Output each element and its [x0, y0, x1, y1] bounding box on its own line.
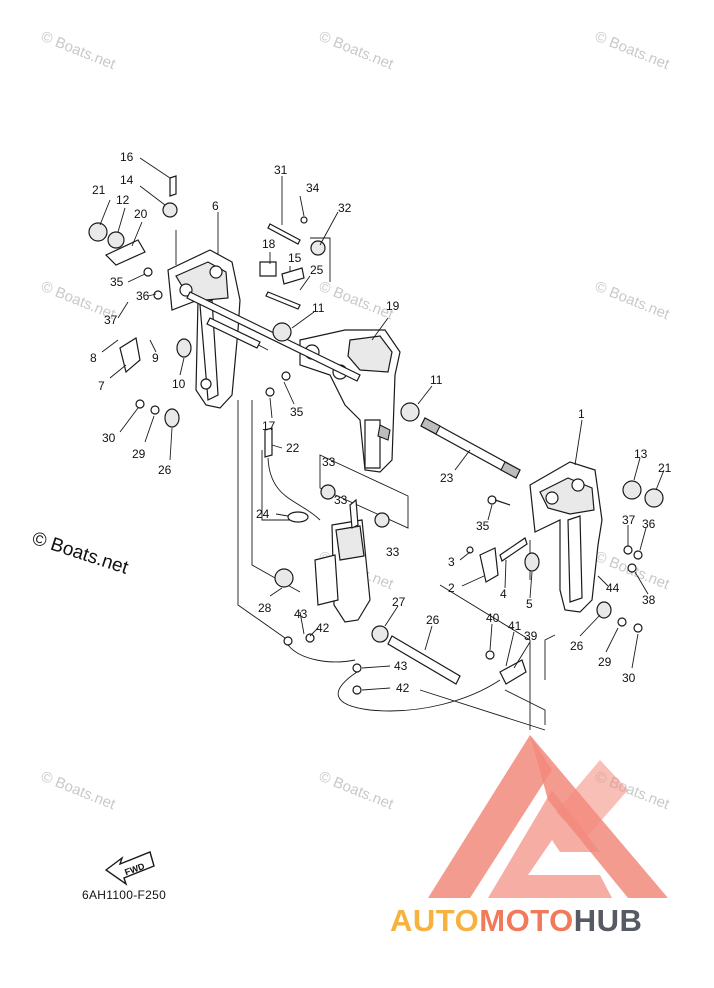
- callout-33a: 33: [322, 455, 336, 469]
- diagram-code: 6AH1100-F250: [82, 888, 167, 902]
- tilt-cylinder: [264, 427, 371, 623]
- callout-38b: 38: [642, 593, 656, 607]
- callout-12b: 13: [634, 447, 648, 461]
- callout-44: 44: [606, 581, 620, 595]
- callout-9: 9: [152, 351, 159, 365]
- callout-16: 18: [262, 237, 276, 251]
- callout-34: 34: [306, 181, 320, 195]
- callout-32: 32: [338, 201, 352, 215]
- callout-36a: 35: [110, 275, 124, 289]
- fwd-arrow-icon: FWD: [104, 851, 155, 886]
- callout-43b: 43: [394, 659, 408, 673]
- callout-27: 28: [258, 601, 272, 615]
- through-shaft: [186, 291, 361, 382]
- callout-41: 41: [508, 619, 522, 633]
- callout-5: 5: [526, 597, 533, 611]
- brand-part-3: HUB: [573, 903, 643, 938]
- brand-wordmark: AUTOMOTOHUB: [390, 903, 642, 939]
- callout-2: 2: [448, 581, 455, 595]
- callout-26a: 26: [158, 463, 172, 477]
- callout-22: 22: [286, 441, 300, 455]
- callout-37a: 36: [136, 289, 150, 303]
- callout-40: 40: [486, 611, 500, 625]
- callout-labels: 16 21 14 12 20 6 31 34 32 18 15 25 11 19…: [90, 150, 672, 695]
- callout-17: 17: [262, 419, 276, 433]
- left-clamp-bracket: [167, 249, 241, 409]
- callout-7: 7: [98, 379, 105, 393]
- brand-part-1: AUTO: [390, 903, 480, 938]
- swivel-bracket: [299, 329, 401, 473]
- callout-31: 31: [274, 163, 288, 177]
- callout-36b: 36: [642, 517, 656, 531]
- small-parts: [88, 175, 664, 712]
- callout-25: 26: [426, 613, 440, 627]
- callout-24: 25: [310, 263, 324, 277]
- callout-29b: 29: [598, 655, 612, 669]
- watermark-5: © Boats.net: [593, 278, 673, 324]
- callout-19: 23: [440, 471, 454, 485]
- callout-28: 27: [392, 595, 406, 609]
- callout-26b: 26: [570, 639, 584, 653]
- callout-43a: 43: [294, 607, 308, 621]
- callout-21: 21: [92, 183, 106, 197]
- callout-38a: 37: [104, 313, 118, 327]
- callout-13: 14: [120, 173, 134, 187]
- callout-21b: 21: [658, 461, 672, 475]
- callout-6: 6: [212, 199, 219, 213]
- callout-leaders: [99, 157, 665, 691]
- watermark-4: © Boats.net: [317, 278, 397, 324]
- callout-4: 4: [500, 587, 507, 601]
- watermark-8: © Boats.net: [39, 768, 119, 814]
- callout-12: 12: [116, 193, 130, 207]
- callout-15: 16: [120, 150, 134, 164]
- callout-39: 39: [524, 629, 538, 643]
- callout-35b: 35: [476, 519, 490, 533]
- callout-10: 10: [172, 377, 186, 391]
- brand-logo-icon: [428, 735, 668, 898]
- callout-35a: 35: [290, 405, 304, 419]
- callout-37b: 37: [622, 513, 636, 527]
- watermark-9: © Boats.net: [317, 768, 397, 814]
- callout-30a: 30: [102, 431, 116, 445]
- callout-29a: 29: [132, 447, 146, 461]
- watermark-1: © Boats.net: [317, 28, 397, 74]
- callout-18: 19: [386, 299, 400, 313]
- callout-33b: 33: [334, 493, 348, 507]
- callout-30b: 30: [622, 671, 636, 685]
- callout-20: 20: [134, 207, 148, 221]
- callout-42b: 42: [396, 681, 410, 695]
- callout-8: 8: [90, 351, 97, 365]
- rod-25: [387, 635, 461, 685]
- callout-11a: 11: [312, 301, 325, 315]
- callout-42a: 42: [316, 621, 330, 635]
- callout-1: 1: [578, 407, 585, 421]
- right-clamp-bracket: [529, 461, 603, 613]
- watermark-2: © Boats.net: [593, 28, 673, 74]
- callout-33c: 33: [386, 545, 400, 559]
- brand-part-2: MOTO: [479, 903, 574, 938]
- callout-3: 3: [448, 555, 455, 569]
- callout-23: 24: [256, 507, 270, 521]
- tilt-tube: [420, 417, 521, 479]
- callout-11b: 11: [430, 373, 443, 387]
- watermark-0: © Boats.net: [39, 28, 119, 74]
- callout-14: 15: [288, 251, 302, 265]
